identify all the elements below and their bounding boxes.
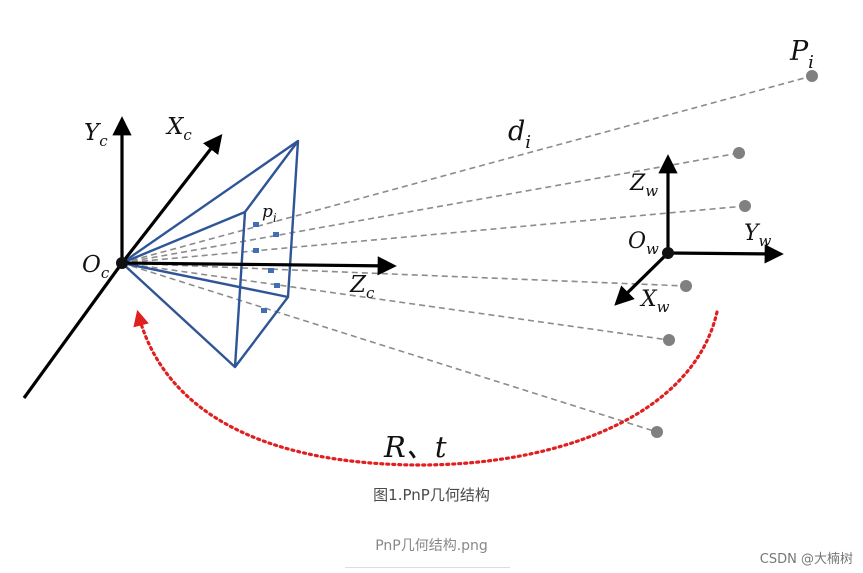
world-point-3 [739,200,751,212]
label-yc: Yc [84,120,108,150]
label-pi-small-main: p [262,202,273,222]
label-pi-large-sub: i [808,52,814,73]
label-xc-sub: c [183,126,192,144]
camera-frustum [121,139,300,369]
world-point-4 [680,280,692,292]
label-yc-main: Y [84,120,102,146]
label-yw: Yw [744,221,772,250]
camera-x-axis-back [22,262,124,399]
label-xw: Xw [639,287,670,316]
label-xc-main: X [165,114,185,140]
label-pi-large: Pi [789,36,814,73]
image-point-1 [253,222,259,227]
label-yc-sub: c [99,132,108,150]
file-name-caption: PnP几何结构.png [375,538,488,554]
camera-x-axis [120,133,223,264]
rotation-translation-arc [133,309,719,467]
world-x-axis [614,251,670,306]
label-zw-main: Z [629,171,646,196]
label-zw: Zw [629,171,658,200]
image-point-4 [268,268,274,273]
label-oc-main: O [82,252,101,278]
label-di-main: d [508,116,525,147]
label-di-sub: i [525,132,531,153]
ray-5 [121,262,670,341]
label-zc: Zc [349,272,375,302]
projection-rays [121,75,813,433]
image-points [253,222,280,313]
world-origin [662,247,674,259]
label-zc-sub: c [366,284,375,302]
world-axes [614,154,784,306]
camera-z-axis [121,256,397,276]
label-pi-small-sub: i [273,211,277,225]
image-point-3 [253,248,259,253]
label-zc-main: Z [349,272,367,298]
ray-6 [121,262,658,433]
figure-caption: 图1.PnP几何结构 [373,486,490,504]
label-pi-small: pi [262,202,277,225]
world-point-6 [651,426,663,438]
label-rt: R、t [383,430,447,464]
ray-1 [121,75,813,264]
label-yw-main: Y [744,221,761,246]
world-point-2 [733,147,745,159]
label-ow-sub: w [646,240,659,258]
world-point-1 [806,70,818,82]
label-oc: Oc [82,252,110,282]
image-plane [233,139,300,369]
label-xc: Xc [165,114,192,144]
label-ow-main: O [628,229,646,254]
image-point-5 [274,283,280,288]
image-point-6 [261,308,267,313]
label-di: di [508,116,531,153]
ray-3 [121,205,746,264]
world-y-axis [667,244,784,264]
label-xw-main: X [639,287,658,312]
world-points [651,70,818,438]
divider [345,567,510,568]
world-point-5 [663,334,675,346]
ray-4 [121,262,687,287]
camera-axes [22,116,397,399]
label-pi-large-main: P [789,36,809,67]
label-yw-sub: w [759,232,772,250]
label-oc-sub: c [101,264,110,282]
label-xw-sub: w [657,298,670,316]
label-zw-sub: w [645,182,658,200]
watermark: CSDN @大楠树 [759,552,853,567]
label-ow: Ow [628,229,659,258]
ray-2 [121,152,740,264]
image-point-2 [273,232,279,237]
camera-origin [116,257,128,269]
